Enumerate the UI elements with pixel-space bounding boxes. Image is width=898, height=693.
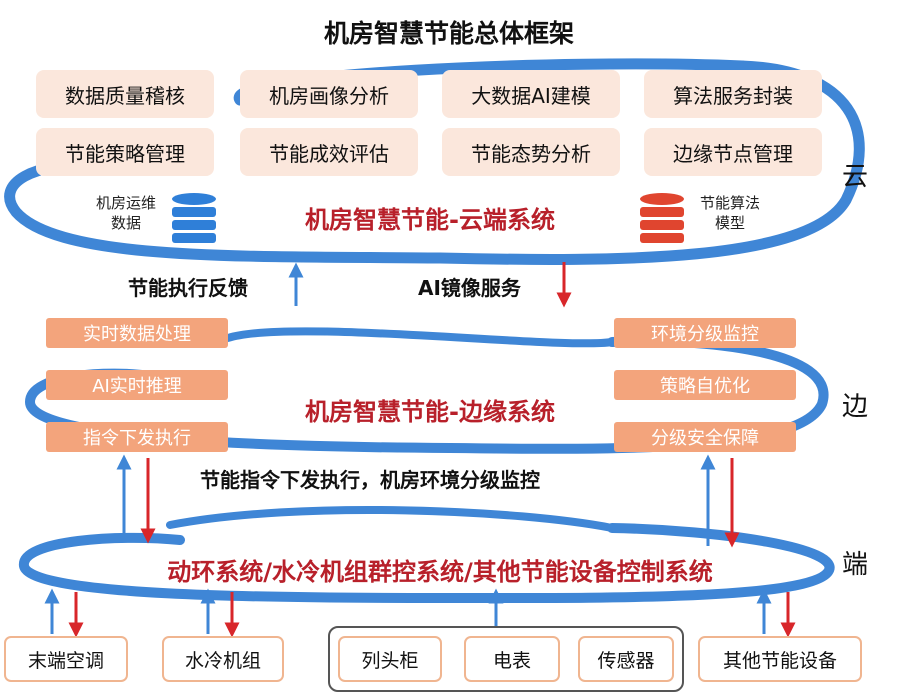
cloud-module-5: 节能策略管理: [36, 128, 214, 176]
edge-module-left-1: 实时数据处理: [46, 318, 228, 348]
feedback-label: 节能执行反馈: [128, 276, 248, 300]
page-title: 机房智慧节能总体框架: [323, 19, 574, 48]
edge-module-left-3: 指令下发执行: [46, 422, 228, 452]
device-terminal-ac: 末端空调: [4, 636, 128, 682]
db-label-right: 节能算法 模型: [699, 194, 760, 232]
cloud-system-title: 机房智慧节能-云端系统: [305, 206, 555, 234]
db-label-left: 机房运维 数据: [95, 194, 156, 232]
device-other-energy: 其他节能设备: [698, 636, 862, 682]
cloud-module-1: 数据质量稽核: [36, 70, 214, 118]
database-icon-right: [640, 193, 684, 243]
database-icon-left: [172, 193, 216, 243]
edge-end-flow-label: 节能指令下发执行，机房环境分级监控: [200, 468, 540, 492]
device-water-chiller: 水冷机组: [162, 636, 284, 682]
edge-module-left-2: AI实时推理: [46, 370, 228, 400]
tier-label-end: 端: [842, 550, 869, 580]
cloud-module-3: 大数据AI建模: [442, 70, 620, 118]
tier-label-cloud: 云: [842, 162, 869, 192]
edge-module-right-3: 分级安全保障: [614, 422, 796, 452]
device-column-cabinet: 列头柜: [338, 636, 442, 682]
device-sensor: 传感器: [578, 636, 674, 682]
service-label: AI镜像服务: [418, 276, 521, 300]
edge-system-title: 机房智慧节能-边缘系统: [305, 398, 555, 426]
cloud-module-2: 机房画像分析: [240, 70, 418, 118]
cloud-module-4: 算法服务封装: [644, 70, 822, 118]
edge-module-right-2: 策略自优化: [614, 370, 796, 400]
cloud-module-8: 边缘节点管理: [644, 128, 822, 176]
edge-ring: [24, 327, 829, 454]
device-group: [328, 626, 684, 692]
end-system-title: 动环系统/水冷机组群控系统/其他节能设备控制系统: [167, 558, 713, 586]
device-meter: 电表: [464, 636, 560, 682]
cloud-module-6: 节能成效评估: [240, 128, 418, 176]
tier-label-edge: 边: [842, 392, 869, 422]
cloud-module-7: 节能态势分析: [442, 128, 620, 176]
edge-module-right-1: 环境分级监控: [614, 318, 796, 348]
end-ring: [19, 506, 835, 604]
